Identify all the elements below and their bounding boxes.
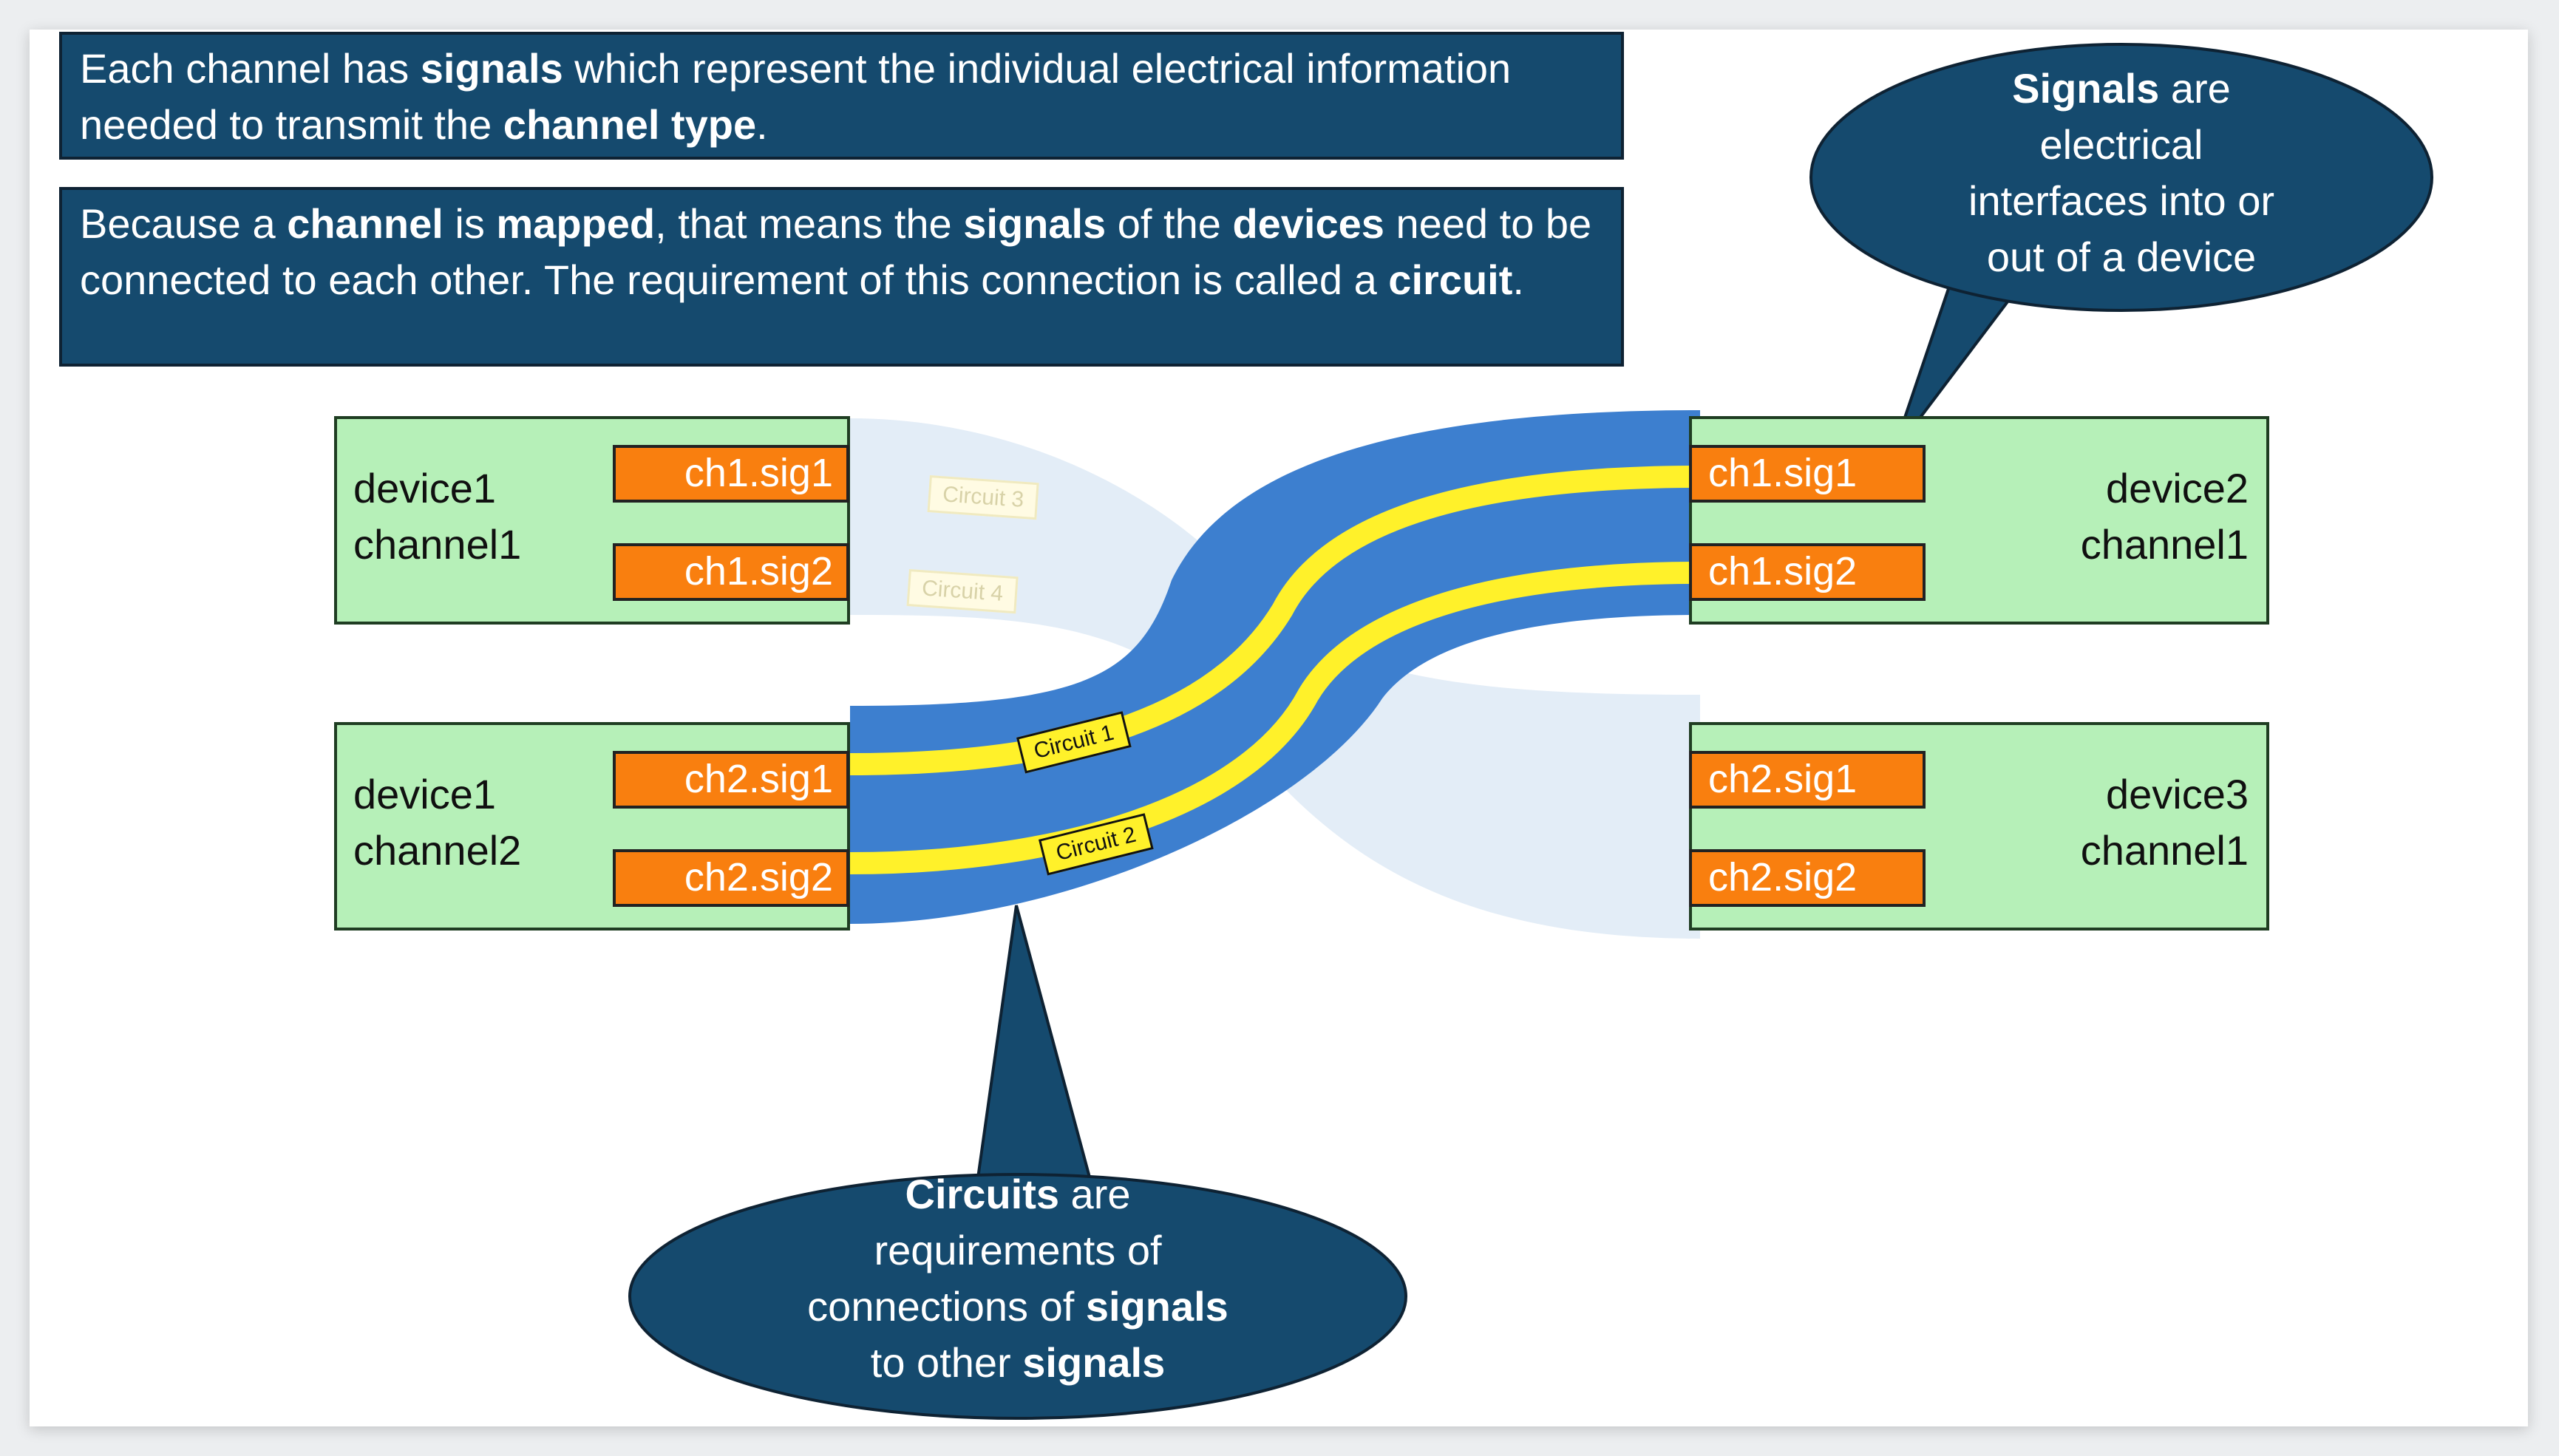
text-run: Because a <box>80 200 288 247</box>
signal-ch1-sig2: ch1.sig2 <box>1689 543 1926 601</box>
text-run: to other <box>870 1339 1023 1386</box>
text-run: of the <box>1106 200 1233 247</box>
text-run-bold: Circuits <box>905 1171 1060 1217</box>
text-run-bold: circuit <box>1388 256 1513 303</box>
text-run: which represent the individual electrica… <box>80 45 1512 148</box>
callout-line: connections of signals <box>722 1279 1314 1335</box>
signal-ch2-sig2: ch2.sig2 <box>1689 849 1926 907</box>
device-label: device2 channel1 <box>2081 460 2249 573</box>
device-label: device1 channel1 <box>353 460 521 573</box>
signal-ch2-sig1: ch2.sig1 <box>1689 751 1926 809</box>
signal-ch2-sig2: ch2.sig2 <box>613 849 849 907</box>
text-run: . <box>756 101 768 148</box>
device-box-device2-channel1: device2 channel1 ch1.sig1 ch1.sig2 <box>1689 416 2269 625</box>
text-run-bold: mapped <box>496 200 656 247</box>
device-name: device1 <box>353 771 497 817</box>
device-box-device3-channel1: device3 channel1 ch2.sig1 ch2.sig2 <box>1689 722 2269 931</box>
circuits-callout-pointer <box>973 905 1096 1195</box>
callout-line: requirements of <box>722 1222 1314 1279</box>
signal-ch2-sig1: ch2.sig1 <box>613 751 849 809</box>
text-run: requirements of <box>874 1227 1162 1273</box>
channel-name: channel1 <box>353 521 522 568</box>
circuit-diagram <box>628 43 2433 1420</box>
text-run: is <box>443 200 497 247</box>
text-run-bold: signals <box>420 45 563 92</box>
text-run: out of a device <box>1986 234 2257 280</box>
text-run: connections of <box>807 1283 1086 1330</box>
text-run: , that means the <box>655 200 964 247</box>
callout-line: Circuits are <box>722 1166 1314 1222</box>
channel-name: channel2 <box>353 827 522 874</box>
text-run: interfaces into or <box>1968 177 2274 224</box>
device-label: device3 channel1 <box>2081 766 2249 879</box>
text-run: are <box>1059 1171 1131 1217</box>
callout-line: interfaces into or <box>1848 173 2395 229</box>
text-run-bold: signals <box>1022 1339 1166 1386</box>
text-run-bold: signals <box>963 200 1107 247</box>
callout-line: to other signals <box>722 1335 1314 1391</box>
info-box-circuit: Because a channel is mapped, that means … <box>59 187 1624 367</box>
text-run: are <box>2159 65 2231 112</box>
circuits-callout-bubble <box>628 1173 1407 1420</box>
text-run-bold: Signals <box>2012 65 2160 112</box>
text-run: electrical <box>2039 121 2203 168</box>
text-run-bold: devices <box>1232 200 1384 247</box>
circuit-label-4: Circuit 4 <box>906 569 1019 614</box>
callout-line: electrical <box>1848 117 2395 173</box>
signals-callout-text: Signals are electrical interfaces into o… <box>1848 61 2395 285</box>
circuit-label-3: Circuit 3 <box>927 475 1039 520</box>
callout-line: Signals are <box>1848 61 2395 117</box>
signal-ch1-sig2: ch1.sig2 <box>613 543 849 601</box>
slide: Each channel has signals which represent… <box>30 30 2528 1426</box>
device-box-device1-channel1: device1 channel1 ch1.sig1 ch1.sig2 <box>334 416 850 625</box>
text-run-bold: signals <box>1085 1283 1228 1330</box>
device-name: device3 <box>2105 771 2249 817</box>
active-connection-band <box>850 410 1700 924</box>
text-run: Each channel has <box>80 45 421 92</box>
text-run-bold: channel type <box>503 101 757 148</box>
device-name: device1 <box>353 465 497 511</box>
text-run: . <box>1512 256 1524 303</box>
callout-line: out of a device <box>1848 229 2395 285</box>
text-run: need to be connected to each other. The … <box>80 200 1592 303</box>
signal-ch1-sig1: ch1.sig1 <box>1689 445 1926 503</box>
device-label: device1 channel2 <box>353 766 521 879</box>
channel-name: channel1 <box>2080 521 2249 568</box>
circuit-wire-2 <box>849 562 1701 874</box>
text-run-bold: channel <box>287 200 444 247</box>
circuits-callout-text: Circuits are requirements of connections… <box>722 1166 1314 1391</box>
signal-ch1-sig1: ch1.sig1 <box>613 445 849 503</box>
signals-callout-bubble <box>1809 43 2433 312</box>
device-name: device2 <box>2105 465 2249 511</box>
info-box-signals: Each channel has signals which represent… <box>59 32 1624 160</box>
channel-name: channel1 <box>2080 827 2249 874</box>
device-box-device1-channel2: device1 channel2 ch2.sig1 ch2.sig2 <box>334 722 850 931</box>
